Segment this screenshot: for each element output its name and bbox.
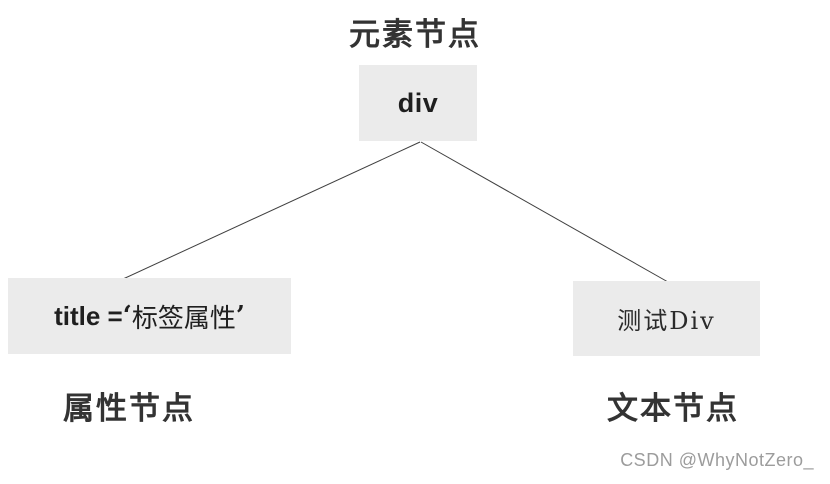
attribute-open-quote: ‘ (122, 301, 132, 331)
watermark: CSDN @WhyNotZero_ (620, 450, 814, 470)
text-node-box: 测试Div (573, 281, 760, 356)
attribute-node-box: title = ‘标签属性’ (8, 278, 291, 354)
attribute-node-label: 属性节点 (63, 391, 195, 426)
element-node-box-text: div (397, 87, 439, 118)
text-node-box-text: 测试Div (617, 307, 716, 335)
element-node-box: div (359, 65, 477, 141)
text-node-label: 文本节点 (607, 391, 739, 426)
connector-line-left (122, 141, 421, 280)
attribute-close-quote: ’ (235, 301, 245, 331)
attribute-name-text: title = (54, 300, 123, 331)
connector-line-right (420, 141, 669, 283)
attribute-value-text: 标签属性 (131, 303, 236, 334)
element-node-label: 元素节点 (349, 17, 481, 52)
